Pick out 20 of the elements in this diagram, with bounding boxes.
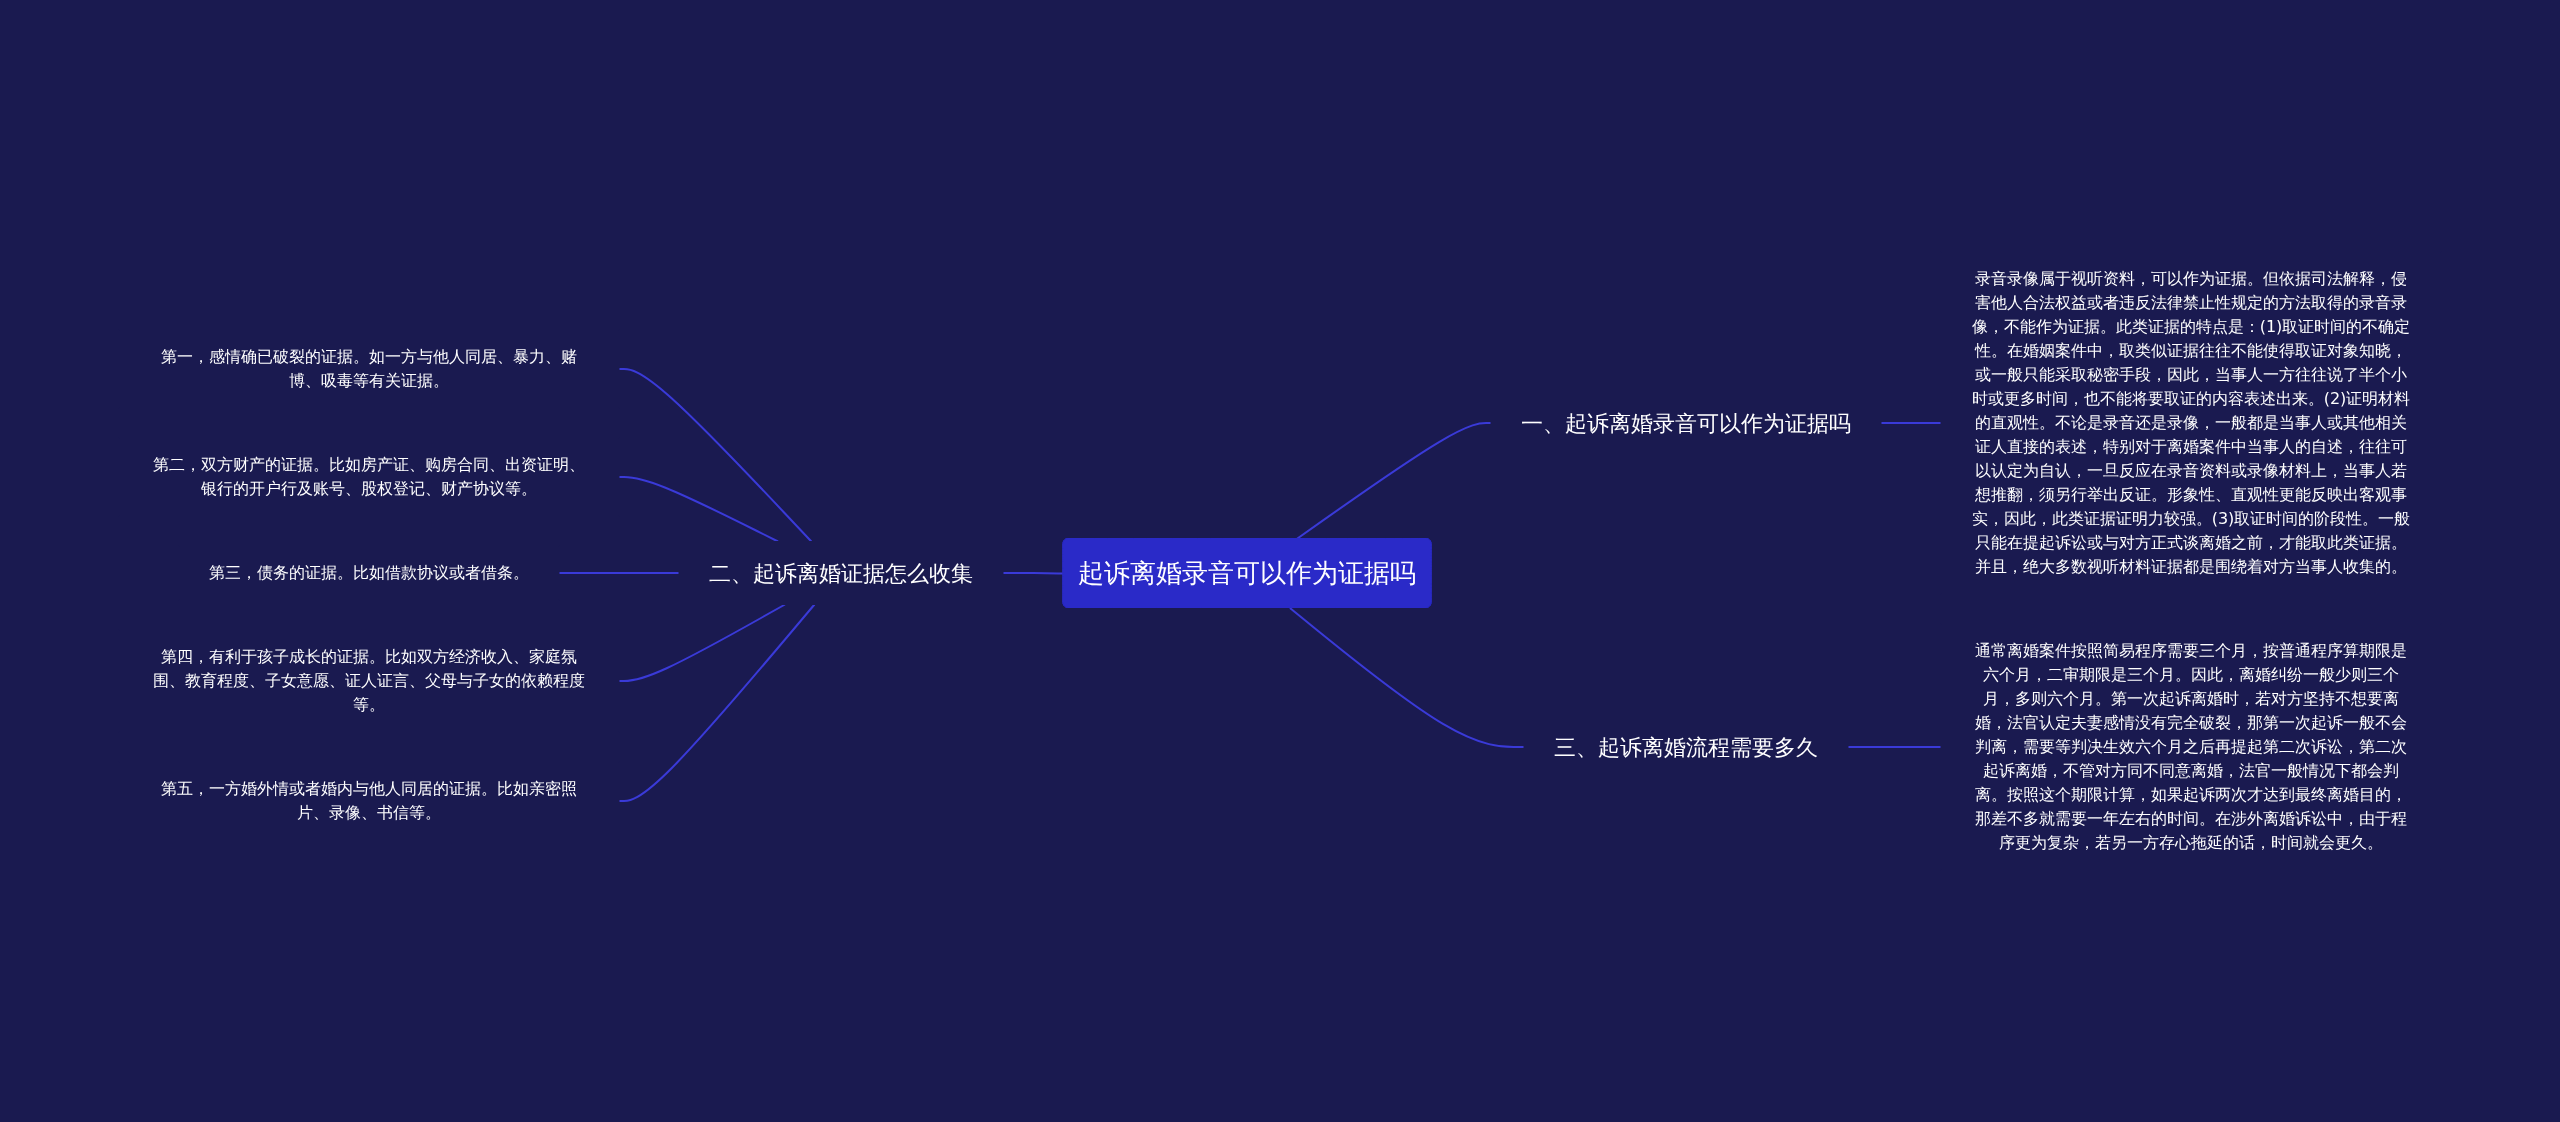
connector [618,603,786,682]
connector [618,368,813,543]
node-text: 二、起诉离婚证据怎么收集 [709,560,973,586]
connector [618,476,779,543]
connector [558,572,680,574]
node-text: 第四，有利于孩子成长的证据。比如双方经济收入、家庭氛围、教育程度、子女意愿、证人证言、父母与子女的依赖程度等。 [153,647,585,714]
node-text: 第五，一方婚外情或者婚内与他人同居的证据。比如亲密照片、录像、书信等。 [161,779,577,822]
node-text: 录音录像属于视听资料，可以作为证据。但依据司法解释，侵害他人合法权益或者违反法律禁止性规定的方法取得的录音录像，不能作为证据。此类证据的特点是：(1)取证时间的不确定性。在婚姻案件中，取类似证据往往不能使得取证对象知晓，或一般只能采取秘密手段，因此，当事人一方往往说了半个小时或更多时间，也不能将要取证的内容表述出来。(2)证明材料的直观性。不论是录音还是录像，一般都是当事人或其他相关证人直接的表述，特别对于离婚案件中当事人的自述，往往可以认定为自认，一旦反应在录音资料或录像材料上，当事人若想推翻，须另行举出反证。形象性、直观性更能反映出客观事实，因此，此类证据证明力较强。(3)取证时间的阶段性。一般只能在提起诉讼或与对方正式谈离婚之前，才能取此类证据。并且，绝大多数视听材料证据都是围绕着对方当事人收集的。 [1971,269,2411,576]
node-text: 第一，感情确已破裂的证据。如一方与他人同居、暴力、赌博、吸毒等有关证据。 [161,347,577,390]
connector [1847,746,1942,748]
node-text: 三、起诉离婚流程需要多久 [1554,734,1818,760]
node-text: 第二，双方财产的证据。比如房产证、购房合同、出资证明、银行的开户行及账号、股权登记、财产协议等。 [153,455,585,498]
connector [1002,572,1065,575]
connector [1288,607,1525,748]
node-text: 第三，债务的证据。比如借款协议或者借条。 [209,563,529,582]
connector [1295,422,1492,540]
node-text: 通常离婚案件按照简易程序需要三个月，按普通程序算期限是六个月，二审期限是三个月。因此，离婚纠纷一般少则三个月，多则六个月。第一次起诉离婚时，若对方坚持不想要离婚，法官认定夫妻感情没有完全破裂，那第一次起诉一般不会判离，需要等判决生效六个月之后再提起第二次诉讼，第二次起诉离婚，不管对方同不同意离婚，法官一般情况下都会判离。按照这个期限计算，如果起诉两次才达到最终离婚目的，那差不多就需要一年左右的时间。在涉外离婚诉讼中，由于程序更为复杂，若另一方存心拖延的话，时间就会更久。 [1975,641,2407,852]
node-text: 一、起诉离婚录音可以作为证据吗 [1521,410,1851,436]
connector [618,603,816,802]
connector [1880,422,1942,424]
